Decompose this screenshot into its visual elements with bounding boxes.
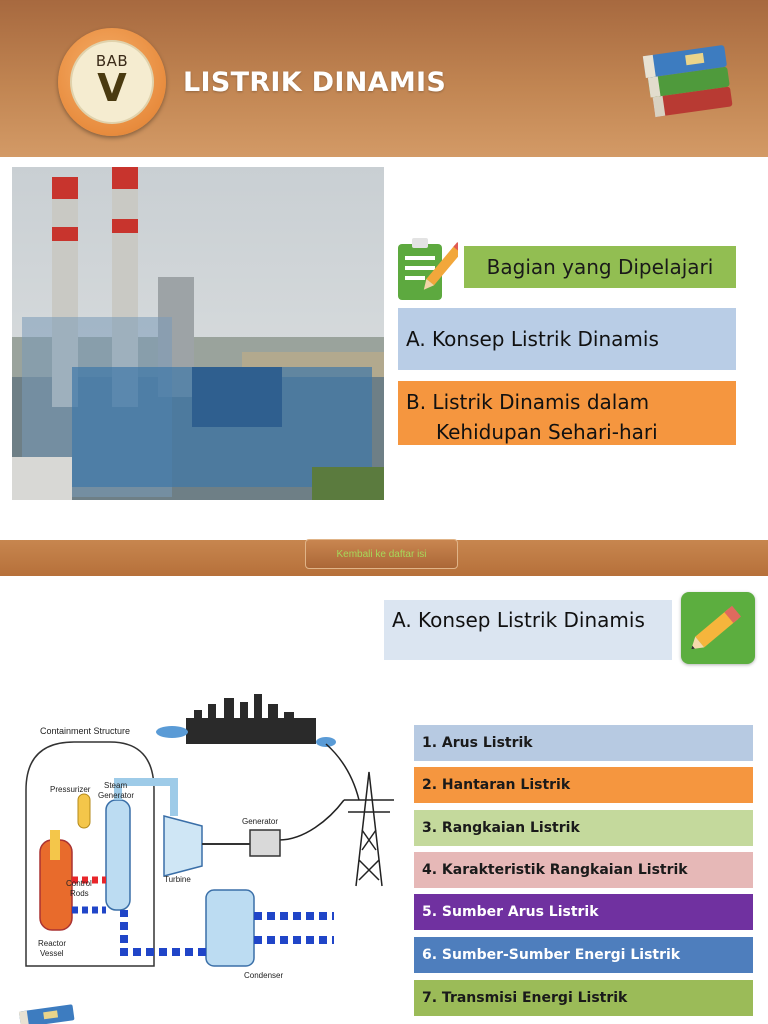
transmission-tower-icon — [278, 743, 394, 887]
condenser-label: Condenser — [244, 971, 283, 980]
containment-label: Containment Structure — [40, 726, 130, 736]
topic-b-link[interactable]: B. Listrik Dinamis dalam Kehidupan Sehar… — [398, 381, 736, 445]
menu-item-arus-listrik[interactable]: 1. Arus Listrik — [414, 725, 753, 761]
clipboard-pencil-icon — [398, 238, 458, 300]
menu-item-hantaran-listrik[interactable]: 2. Hantaran Listrik — [414, 767, 753, 803]
chapter-number: V — [97, 66, 127, 110]
power-plant-photo — [12, 167, 384, 500]
topic-a-link[interactable]: A. Konsep Listrik Dinamis — [398, 308, 736, 370]
back-to-contents-button[interactable]: Kembali ke daftar isi — [305, 539, 458, 569]
page-title: LISTRIK DINAMIS — [183, 67, 447, 98]
books-icon — [18, 1004, 75, 1024]
menu-item-rangkaian-listrik[interactable]: 3. Rangkaian Listrik — [414, 810, 753, 846]
menu-item-sumber-arus[interactable]: 5. Sumber Arus Listrik — [414, 894, 753, 930]
city-skyline-icon — [156, 694, 336, 747]
reactor-label: Reactor — [38, 939, 66, 948]
chapter-badge-inner: BAB V — [70, 40, 154, 124]
pressurizer-label: Pressurizer — [50, 785, 91, 794]
topic-b-line2: Kehidupan Sehari-hari — [436, 420, 658, 444]
books-icon — [642, 45, 733, 118]
nuclear-plant-diagram: Containment Structure Pressurizer Steam … — [25, 694, 394, 980]
generator-label: Generator — [242, 817, 278, 826]
steam-label: Steam — [104, 781, 127, 790]
section-heading: Bagian yang Dipelajari — [464, 246, 736, 288]
section-a-heading: A. Konsep Listrik Dinamis — [384, 600, 672, 660]
menu-item-sumber-energi[interactable]: 6. Sumber-Sumber Energi Listrik — [414, 937, 753, 973]
vessel-label: Vessel — [40, 949, 64, 958]
turbine-label: Turbine — [164, 875, 191, 884]
topic-b-line1: B. Listrik Dinamis dalam — [406, 390, 650, 414]
rods-label: Rods — [70, 889, 89, 898]
steam-generator-label: Generator — [98, 791, 134, 800]
pencil-icon — [681, 592, 755, 664]
menu-item-karakteristik-rangkaian[interactable]: 4. Karakteristik Rangkaian Listrik — [414, 852, 753, 888]
menu-item-transmisi-energi[interactable]: 7. Transmisi Energi Listrik — [414, 980, 753, 1016]
chapter-badge-label: BAB — [95, 52, 129, 70]
control-label: Control — [66, 879, 92, 888]
chapter-badge: BAB V — [58, 28, 166, 136]
